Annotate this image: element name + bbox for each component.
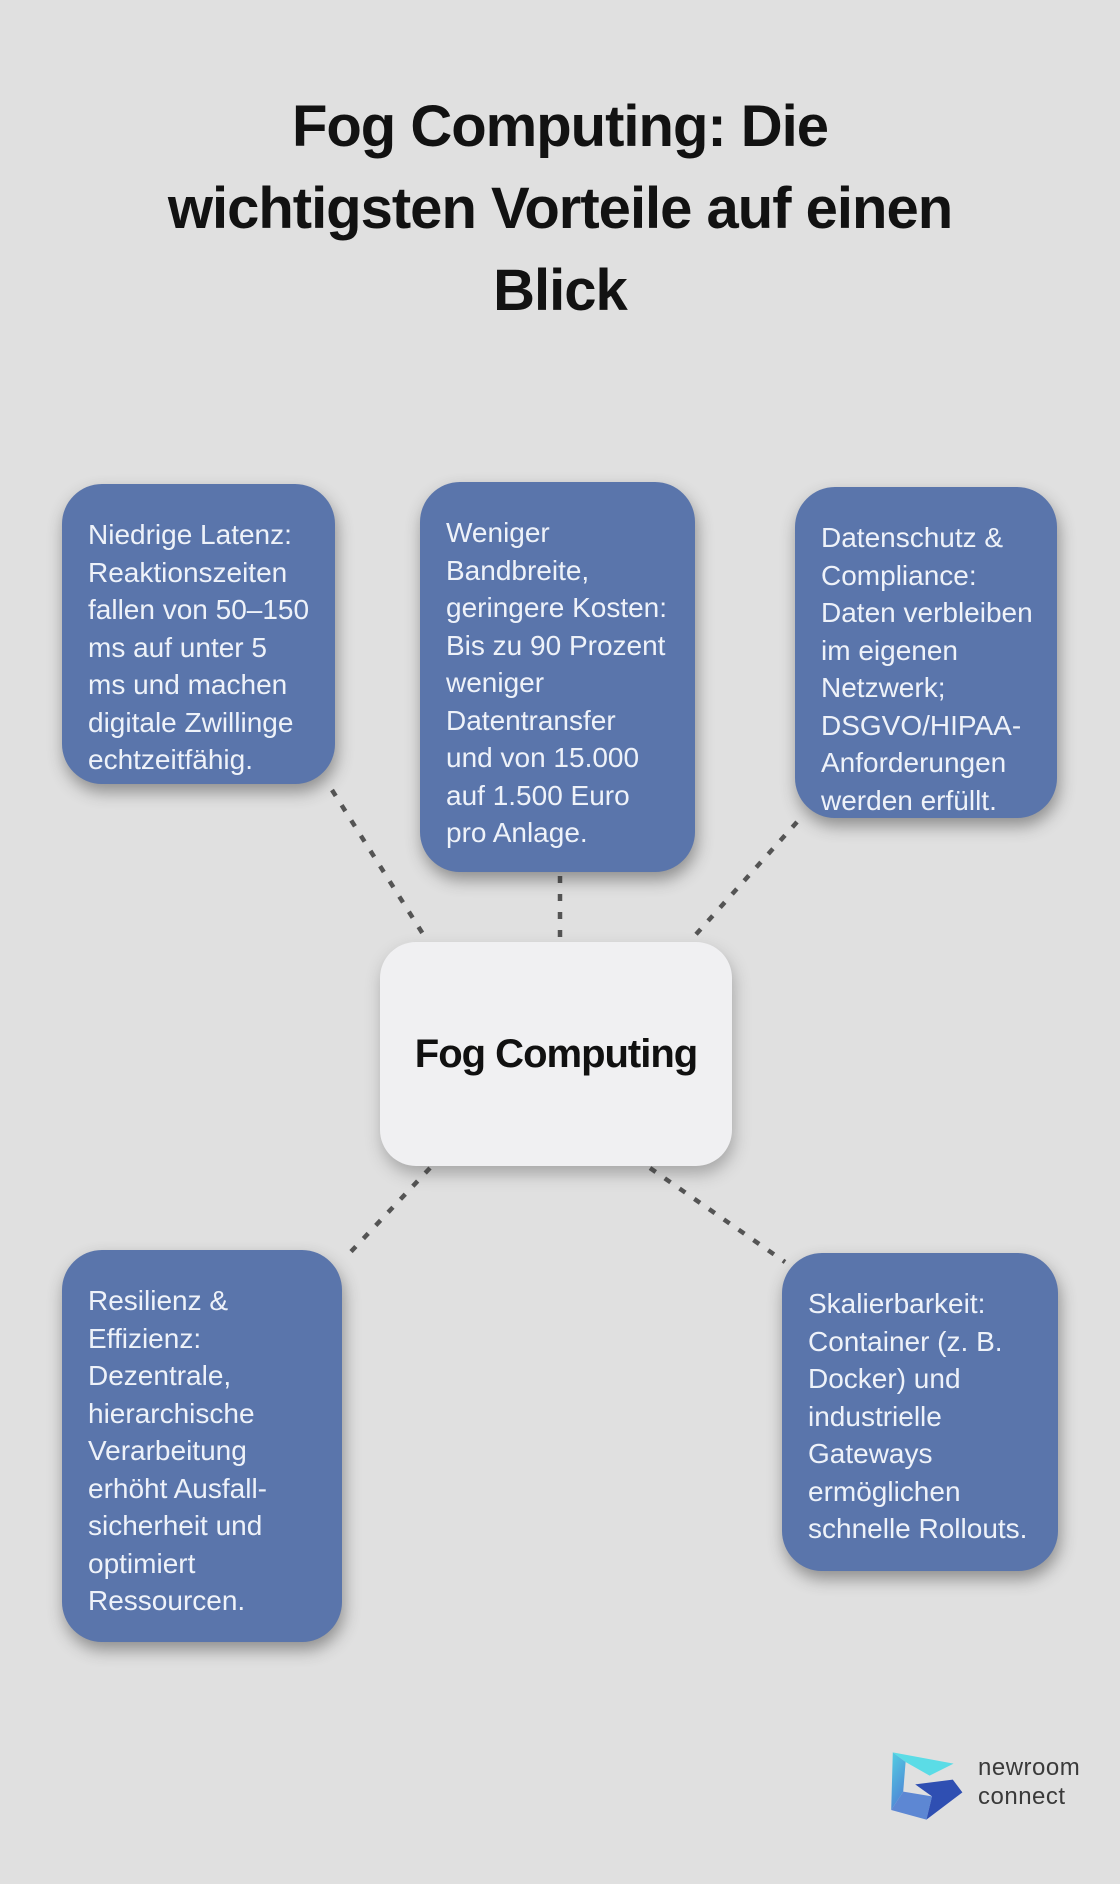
benefit-node-niedrige-latenz: Niedrige Latenz: Reaktionszeiten fallen … xyxy=(62,484,335,784)
page-title: Fog Computing: Die wichtigsten Vorteile … xyxy=(167,94,953,323)
connector-center-to-resilienz xyxy=(343,1166,432,1260)
center-node-label: Fog Computing xyxy=(414,1031,698,1076)
benefit-node-datenschutz-compliance: Datenschutz & Compliance: Daten verbleib… xyxy=(795,487,1057,818)
newroom-connect-logo-icon xyxy=(891,1752,963,1820)
benefit-node-resilienz-effizienz: Resilienz & Effizienz: Dezentrale, hiera… xyxy=(62,1250,342,1642)
logo-line-connect: connect xyxy=(978,1783,1066,1810)
connector-center-to-skalierbarkeit xyxy=(648,1166,787,1264)
connector-datenschutz-to-center xyxy=(688,820,799,943)
center-node-fog-computing: Fog Computing xyxy=(380,942,732,1166)
logo-line-newroom: newroom xyxy=(978,1754,1081,1781)
benefit-node-skalierbarkeit: Skalierbarkeit: Container (z. B. Docker)… xyxy=(782,1253,1058,1571)
benefit-node-weniger-bandbreite: Weniger Bandbreite, geringere Kosten: Bi… xyxy=(420,482,695,872)
newroom-connect-logo: newroom connect xyxy=(882,1742,1080,1822)
connector-latenz-to-center xyxy=(330,788,430,944)
newroom-connect-logo-text: newroom connect xyxy=(978,1753,1080,1811)
